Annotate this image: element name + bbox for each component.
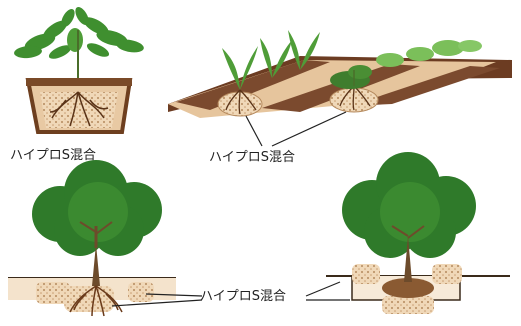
potted-plant	[14, 6, 144, 134]
potted-plant-leaves	[14, 6, 144, 59]
field-label-leaders	[245, 111, 347, 147]
tree-label-leaders	[111, 281, 350, 307]
label-pot: ハイプロS混合	[10, 148, 96, 163]
label-trees: ハイプロS混合	[200, 289, 286, 304]
field-rows	[168, 30, 512, 118]
tree-right	[326, 152, 510, 314]
tree-left-roots	[69, 285, 123, 317]
label-field: ハイプロS混合	[209, 150, 295, 165]
tree-left-canopy	[32, 160, 162, 256]
tree-left	[8, 160, 176, 317]
pot-rim	[26, 78, 132, 86]
tree-right-canopy	[342, 152, 476, 258]
pot-roots	[49, 91, 109, 127]
